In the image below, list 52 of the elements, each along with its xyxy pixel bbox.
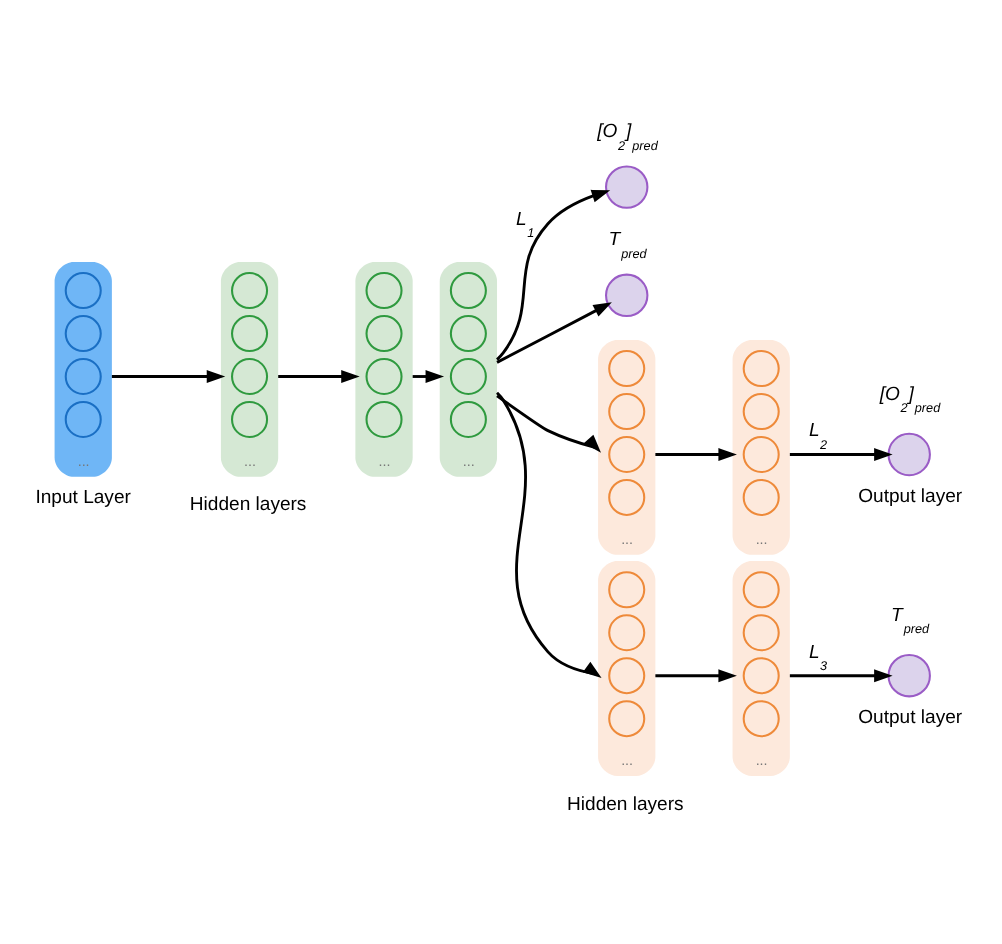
node-circle (365, 272, 403, 310)
node-circle (742, 393, 780, 431)
node-circle (742, 435, 780, 474)
arrow (496, 189, 611, 361)
node-circle (64, 357, 102, 396)
node-circle (887, 654, 931, 698)
node-circle (742, 571, 780, 609)
node-circle (742, 700, 780, 738)
node-circle (365, 357, 403, 396)
node-circle (608, 571, 646, 609)
node-circle (608, 614, 646, 652)
node-circle (64, 272, 102, 310)
node-circle (608, 700, 646, 738)
node-circle (608, 435, 646, 474)
node-circle (742, 614, 780, 652)
arrow (655, 448, 737, 461)
node-label: Output layer (858, 485, 963, 508)
node-label: Input Layer (35, 487, 131, 510)
arrow (412, 370, 445, 383)
node-label: Output layer (858, 706, 963, 729)
node-circle (742, 657, 780, 695)
node-circle (608, 350, 646, 388)
node-circle (449, 357, 487, 396)
node-circle (608, 393, 646, 431)
arrow (111, 370, 226, 383)
node-circle (231, 272, 269, 310)
node-circle (64, 315, 102, 353)
node-circle (449, 400, 487, 439)
label: Hidden layers (189, 494, 307, 517)
arrow (496, 391, 602, 678)
arrow (496, 394, 601, 453)
arrow (789, 669, 893, 683)
node-circle (742, 478, 780, 516)
arrow (278, 370, 360, 383)
node-circle (64, 400, 102, 439)
node-circle (887, 432, 931, 477)
node-circle (365, 400, 403, 439)
node-circle (742, 350, 780, 388)
node-circle (449, 315, 487, 353)
node-circle (608, 657, 646, 695)
node-circle (608, 478, 646, 516)
node-circle (365, 315, 403, 353)
arrow (789, 448, 893, 461)
node-circle (231, 400, 269, 439)
arrow (496, 302, 612, 364)
node-circle (605, 165, 649, 209)
label: Hidden layers (567, 793, 684, 816)
node-circle (231, 357, 269, 396)
node-circle (605, 273, 649, 318)
arrow (655, 669, 737, 683)
node-circle (449, 272, 487, 310)
node-circle (231, 315, 269, 353)
